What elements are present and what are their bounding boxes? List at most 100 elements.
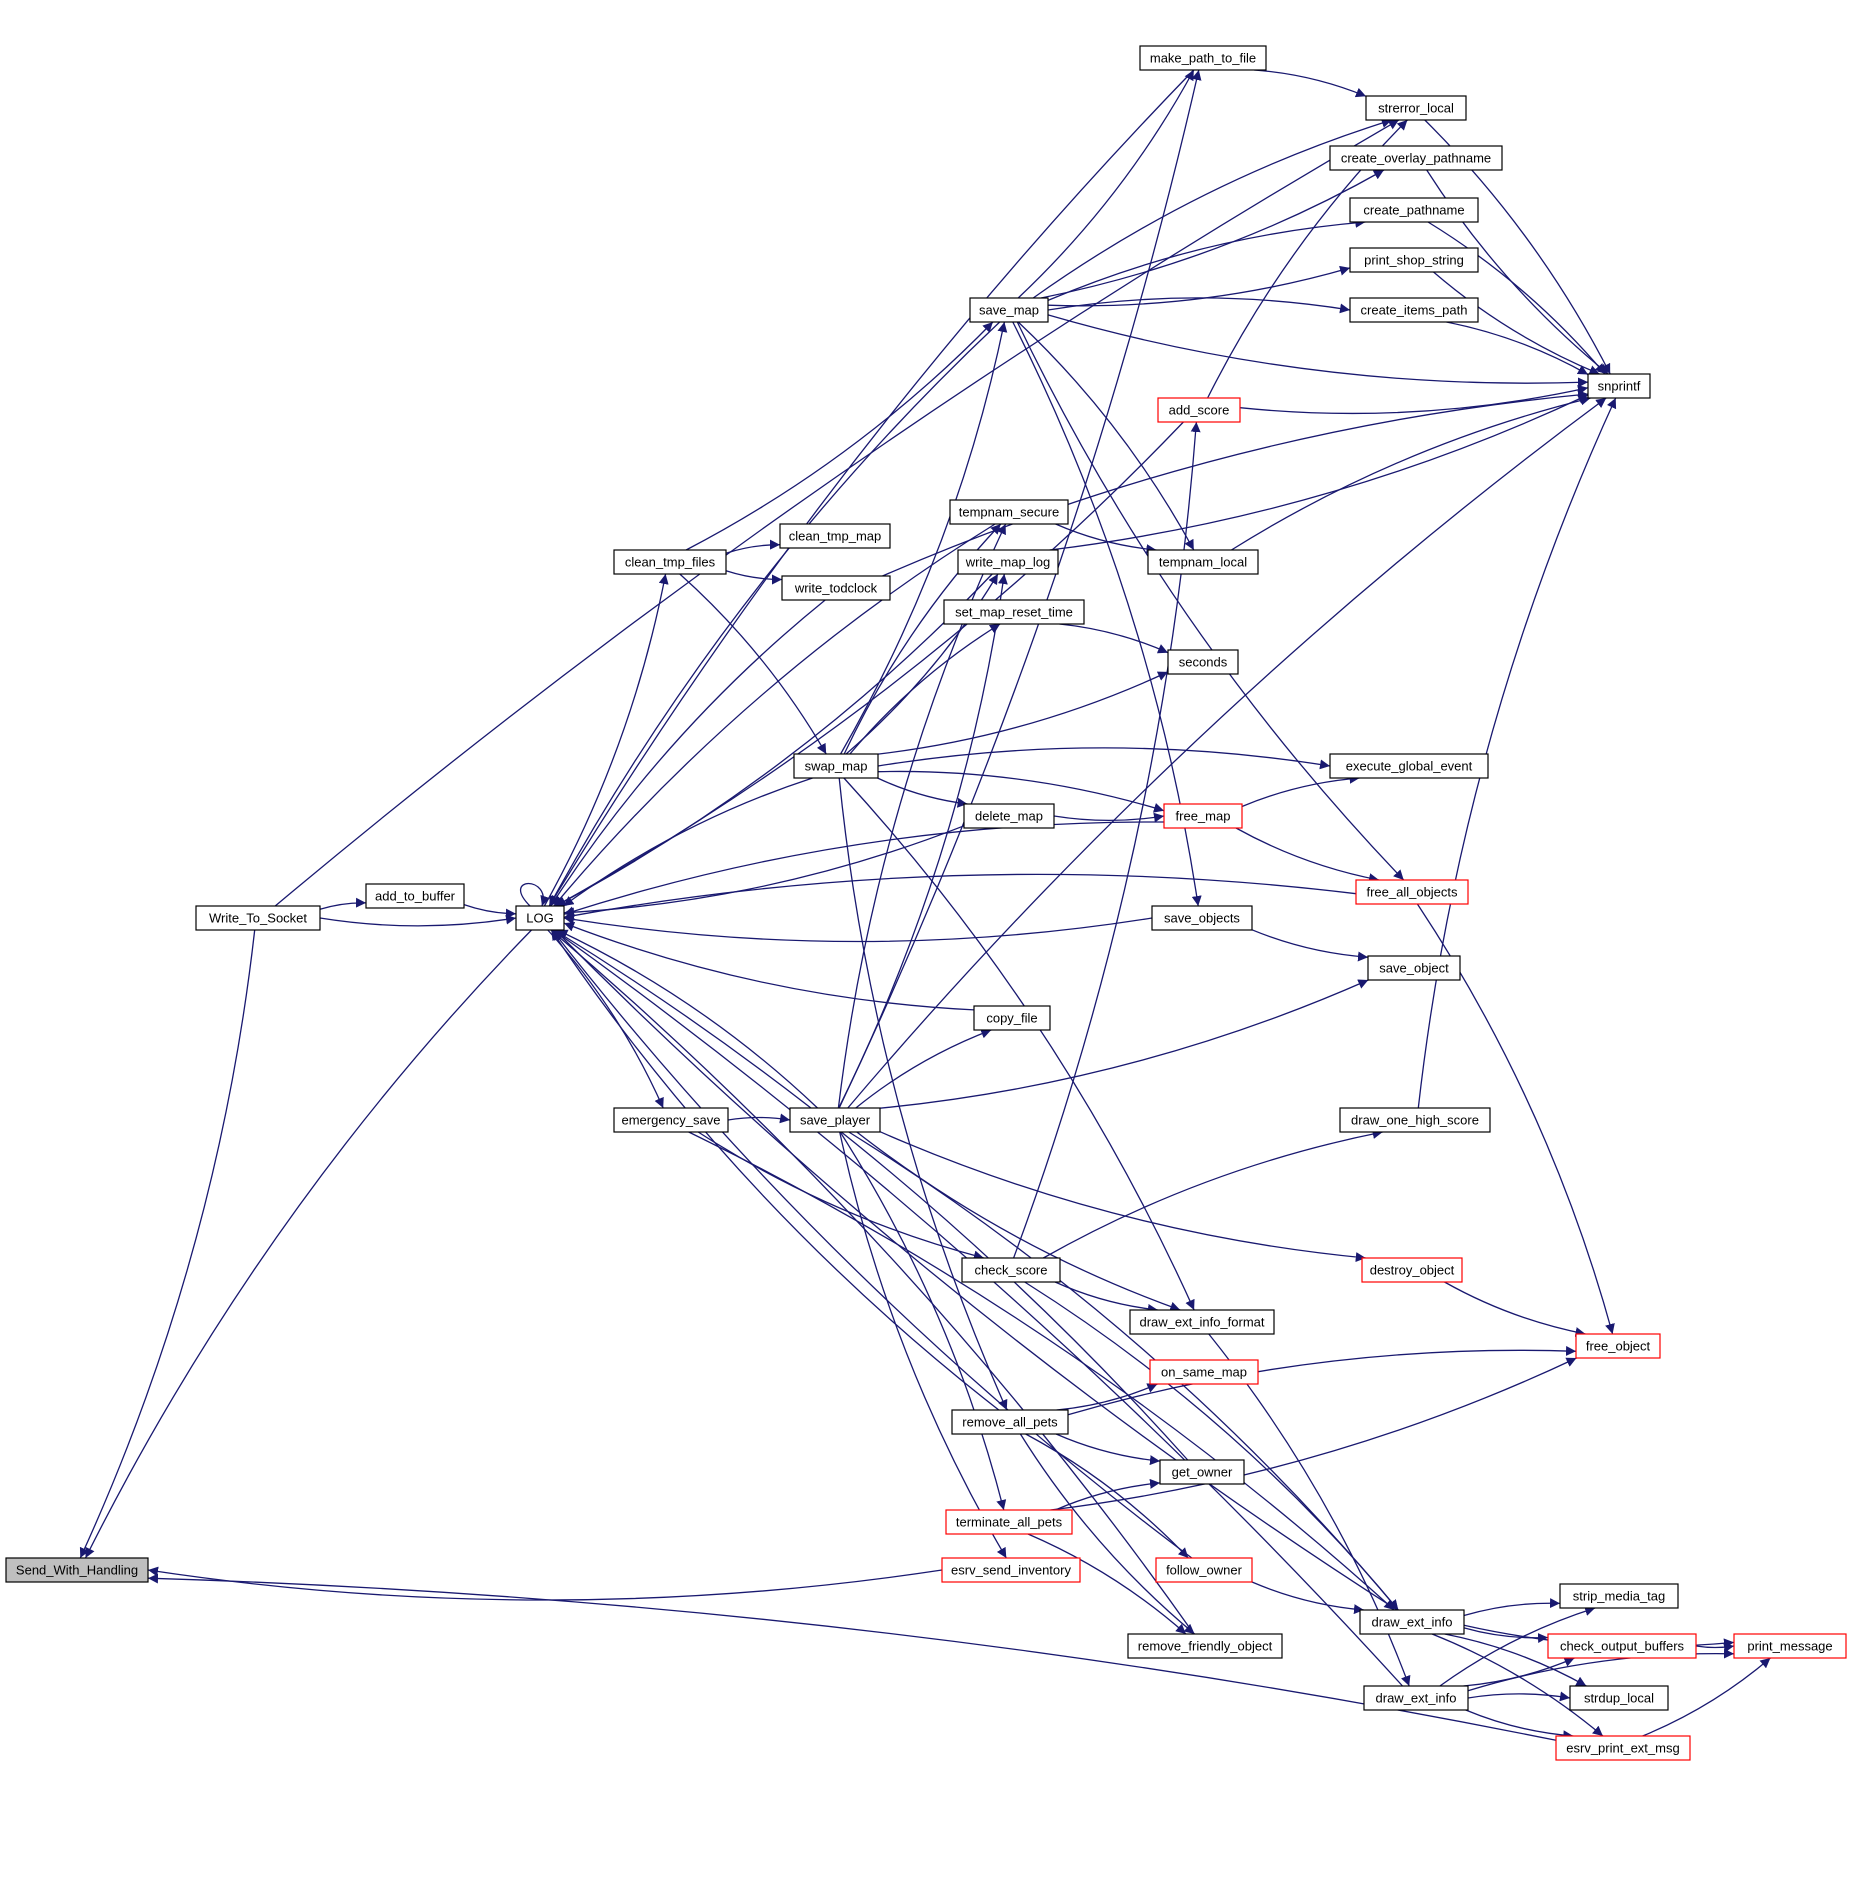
node-create_pathname[interactable]: create_pathname [1349, 197, 1479, 223]
edge-save_player-to-save_object [879, 979, 1369, 1109]
node-strerror_local[interactable]: strerror_local [1365, 95, 1467, 121]
node-Write_To_Socket[interactable]: Write_To_Socket [195, 905, 321, 931]
node-add_to_buffer[interactable]: add_to_buffer [365, 883, 465, 909]
node-label-save_objects: save_objects [1164, 911, 1240, 926]
node-swap_map[interactable]: swap_map [793, 753, 879, 779]
node-box-emergency_save [613, 1107, 729, 1133]
node-strip_media_tag[interactable]: strip_media_tag [1559, 1583, 1679, 1609]
edge-save_map-to-LOG [548, 321, 1001, 907]
edge-emergency_save-to-save_player [727, 1113, 791, 1124]
edge-LOG-to-Send_With_Handling [84, 929, 532, 1559]
edge-free_map-to-execute_global_event [1241, 773, 1360, 808]
edge-clean_tmp_files-to-clean_tmp_map [725, 539, 781, 554]
node-save_player[interactable]: save_player [789, 1107, 881, 1133]
node-copy_file[interactable]: copy_file [973, 1005, 1051, 1031]
edge-remove_friendly_object-to-LOG [550, 929, 1195, 1635]
edge-save_player-to-draw_ext_info_format [856, 1131, 1181, 1312]
node-add_score[interactable]: add_score [1157, 397, 1241, 423]
node-box-save_object [1367, 955, 1461, 981]
node-follow_owner[interactable]: follow_owner [1155, 1557, 1253, 1583]
node-draw_ext_info_format[interactable]: draw_ext_info_format [1129, 1309, 1275, 1335]
node-label-free_object: free_object [1586, 1339, 1651, 1354]
edge-remove_all_pets-to-follow_owner [1025, 1433, 1189, 1559]
node-set_map_reset_time[interactable]: set_map_reset_time [943, 599, 1085, 625]
edge-check_score-to-add_score [1012, 421, 1201, 1259]
node-box-draw_one_high_score [1339, 1107, 1491, 1133]
node-delete_map[interactable]: delete_map [963, 803, 1055, 829]
node-draw_ext_info_a[interactable]: draw_ext_info [1359, 1609, 1465, 1635]
node-esrv_send_inventory[interactable]: esrv_send_inventory [941, 1557, 1081, 1583]
node-label-set_map_reset_time: set_map_reset_time [955, 605, 1073, 620]
edge-save_player-to-write_map_log [838, 573, 1008, 1109]
node-label-remove_friendly_object: remove_friendly_object [1138, 1639, 1273, 1654]
node-label-free_all_objects: free_all_objects [1366, 885, 1458, 900]
node-strdup_local[interactable]: strdup_local [1569, 1685, 1669, 1711]
node-box-set_map_reset_time [943, 599, 1085, 625]
node-write_map_log[interactable]: write_map_log [957, 549, 1059, 575]
node-label-execute_global_event: execute_global_event [1346, 759, 1473, 774]
node-free_object[interactable]: free_object [1575, 1333, 1661, 1359]
node-box-swap_map [793, 753, 879, 779]
node-save_object[interactable]: save_object [1367, 955, 1461, 981]
node-create_items_path[interactable]: create_items_path [1349, 297, 1479, 323]
node-print_message[interactable]: print_message [1733, 1633, 1847, 1659]
edge-remove_all_pets-to-on_same_map [1056, 1383, 1158, 1411]
node-make_path_to_file[interactable]: make_path_to_file [1139, 45, 1267, 71]
node-draw_one_high_score[interactable]: draw_one_high_score [1339, 1107, 1491, 1133]
node-check_output_buffers[interactable]: check_output_buffers [1547, 1633, 1697, 1659]
node-clean_tmp_map[interactable]: clean_tmp_map [779, 523, 891, 549]
node-box-create_items_path [1349, 297, 1479, 323]
node-label-write_todclock: write_todclock [794, 581, 878, 596]
node-label-on_same_map: on_same_map [1161, 1365, 1247, 1380]
node-label-esrv_send_inventory: esrv_send_inventory [951, 1563, 1071, 1578]
node-check_score[interactable]: check_score [961, 1257, 1061, 1283]
node-print_shop_string[interactable]: print_shop_string [1349, 247, 1479, 273]
node-save_objects[interactable]: save_objects [1151, 905, 1253, 931]
node-LOG[interactable]: LOG [515, 905, 565, 931]
node-box-copy_file [973, 1005, 1051, 1031]
node-box-remove_friendly_object [1127, 1633, 1283, 1659]
node-Send_With_Handling[interactable]: Send_With_Handling [5, 1557, 149, 1583]
edge-swap_map-to-set_map_reset_time [849, 623, 1001, 755]
node-esrv_print_ext_msg[interactable]: esrv_print_ext_msg [1555, 1735, 1691, 1761]
edge-clean_tmp_files-to-save_map [685, 321, 994, 551]
edge-draw_ext_info_a-to-strip_media_tag [1463, 1598, 1561, 1617]
node-seconds[interactable]: seconds [1167, 649, 1239, 675]
node-box-save_objects [1151, 905, 1253, 931]
node-box-seconds [1167, 649, 1239, 675]
node-draw_ext_info_b[interactable]: draw_ext_info [1363, 1685, 1469, 1711]
node-write_todclock[interactable]: write_todclock [781, 575, 891, 601]
node-remove_friendly_object[interactable]: remove_friendly_object [1127, 1633, 1283, 1659]
node-label-save_object: save_object [1379, 961, 1449, 976]
node-box-add_to_buffer [365, 883, 465, 909]
node-free_all_objects[interactable]: free_all_objects [1355, 879, 1469, 905]
edge-terminate_all_pets-to-get_owner [1055, 1478, 1161, 1511]
node-free_map[interactable]: free_map [1163, 803, 1243, 829]
node-destroy_object[interactable]: destroy_object [1361, 1257, 1463, 1283]
node-box-save_player [789, 1107, 881, 1133]
node-on_same_map[interactable]: on_same_map [1149, 1359, 1259, 1385]
node-label-terminate_all_pets: terminate_all_pets [956, 1515, 1063, 1530]
edge-add_score-to-snprintf [1239, 385, 1589, 415]
edge-destroy_object-to-free_object [1444, 1281, 1586, 1337]
edge-clean_tmp_files-to-swap_map [679, 573, 827, 755]
node-label-LOG: LOG [526, 911, 553, 926]
node-remove_all_pets[interactable]: remove_all_pets [951, 1409, 1069, 1435]
node-execute_global_event[interactable]: execute_global_event [1329, 753, 1489, 779]
node-clean_tmp_files[interactable]: clean_tmp_files [613, 549, 727, 575]
node-get_owner[interactable]: get_owner [1159, 1459, 1245, 1485]
node-label-draw_ext_info_a: draw_ext_info [1372, 1615, 1453, 1630]
node-box-follow_owner [1155, 1557, 1253, 1583]
node-box-tempnam_local [1147, 549, 1259, 575]
node-box-on_same_map [1149, 1359, 1259, 1385]
node-create_overlay_pathname[interactable]: create_overlay_pathname [1329, 145, 1503, 171]
node-terminate_all_pets[interactable]: terminate_all_pets [945, 1509, 1073, 1535]
node-tempnam_local[interactable]: tempnam_local [1147, 549, 1259, 575]
node-emergency_save[interactable]: emergency_save [613, 1107, 729, 1133]
edge-swap_map-to-LOG [563, 777, 813, 907]
node-save_map[interactable]: save_map [969, 297, 1049, 323]
node-tempnam_secure[interactable]: tempnam_secure [949, 499, 1069, 525]
edge-LOG-to-clean_tmp_files [543, 573, 669, 907]
edge-swap_map-to-save_map [840, 321, 1008, 755]
node-snprintf[interactable]: snprintf [1587, 373, 1651, 399]
